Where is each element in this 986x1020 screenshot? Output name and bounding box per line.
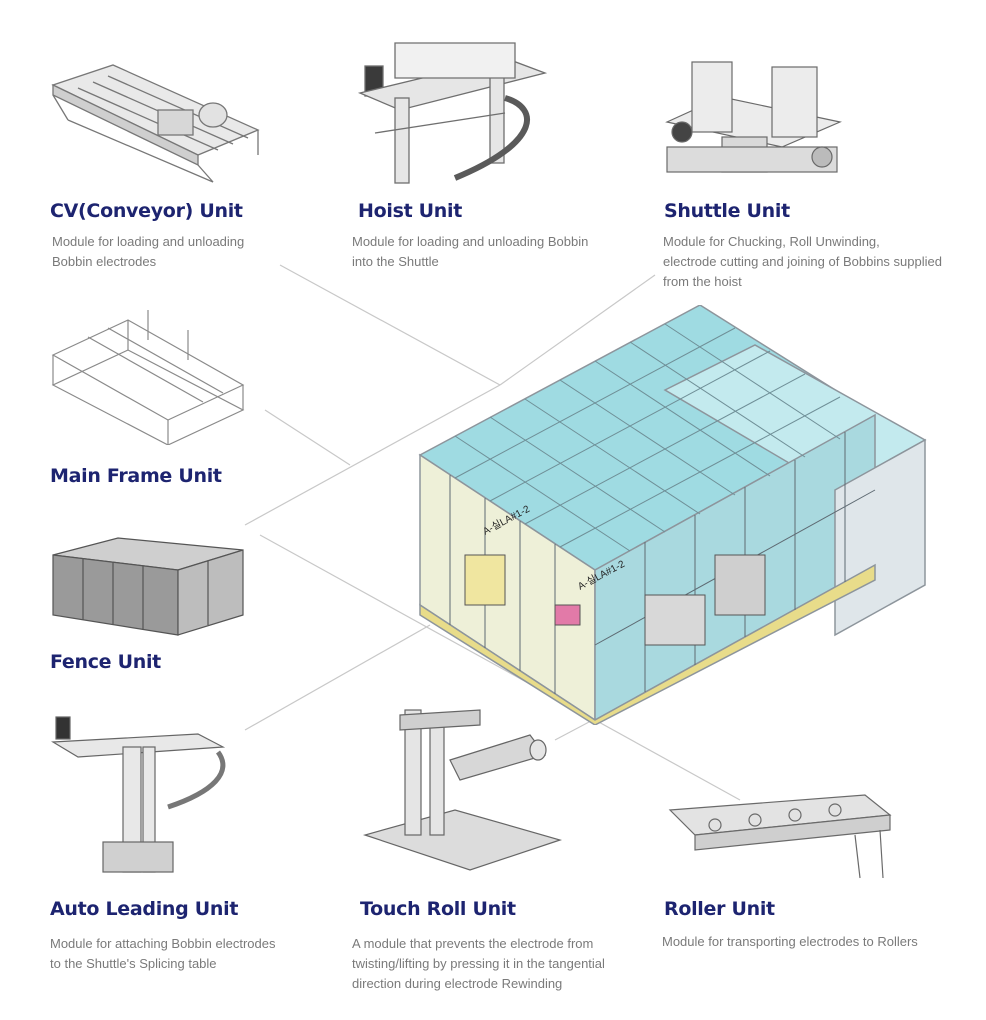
main-frame-unit-title: Main Frame Unit (50, 465, 222, 487)
connector-main-frame (264, 409, 351, 466)
connector-fence (244, 384, 501, 526)
shuttle-illustration (665, 61, 842, 173)
cv-unit-title: CV(Conveyor) Unit (50, 200, 243, 222)
auto-leading-illustration (51, 716, 226, 873)
hoist-unit-title: Hoist Unit (358, 200, 463, 222)
connector-shuttle (499, 274, 656, 386)
central-machine-illustration: A-실LA#1-2 A-실LA#1-2 (418, 305, 927, 725)
hoist-unit-desc: Module for loading and unloading Bobbin … (352, 234, 589, 269)
hoist-illustration (357, 42, 548, 184)
fence-illustration (52, 537, 244, 636)
shuttle-unit-desc: Module for Chucking, Roll Unwinding, ele… (663, 234, 942, 289)
roller-unit-title: Roller Unit (664, 898, 775, 920)
connector-auto-leading (244, 624, 431, 731)
roller-unit-desc: Module for transporting electrodes to Ro… (662, 934, 918, 949)
connector-cv (279, 264, 501, 386)
main-frame-illustration (51, 310, 245, 445)
roller-illustration (668, 794, 892, 879)
touch-roll-illustration (362, 709, 563, 871)
shuttle-unit-title: Shuttle Unit (664, 200, 790, 222)
auto-leading-unit-title: Auto Leading Unit (50, 898, 239, 920)
touch-roll-unit-desc: A module that prevents the electrode fro… (352, 936, 605, 991)
fence-unit-title: Fence Unit (50, 651, 161, 673)
connector-center (259, 534, 741, 801)
conveyor-illustration (51, 64, 260, 183)
touch-roll-unit-title: Touch Roll Unit (360, 898, 516, 920)
auto-leading-unit-desc: Module for attaching Bobbin electrodes t… (50, 936, 276, 971)
cv-unit-desc: Module for loading and unloading Bobbin … (52, 234, 245, 269)
